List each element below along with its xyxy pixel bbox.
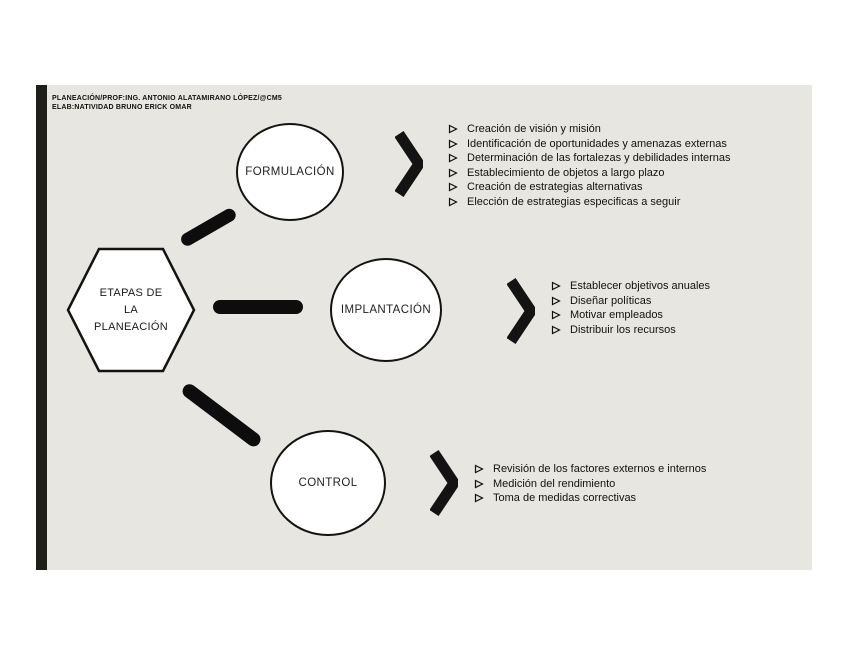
header-credits: PLANEACIÓN/PROF:ING. ANTONIO ALATAMIRANO… — [52, 94, 282, 112]
arrow-bullet-icon — [474, 493, 484, 503]
chevron-right-icon — [395, 130, 423, 198]
list-item-text: Motivar empleados — [570, 309, 663, 321]
arrow-bullet-icon — [448, 153, 458, 163]
list-item-text: Creación de visión y misión — [467, 123, 601, 135]
hexagon-label-line3: PLANEACIÓN — [94, 320, 168, 333]
arrow-bullet-icon — [448, 197, 458, 206]
arrow-bullet-icon — [551, 310, 561, 320]
list-item: Creación de visión y misión — [448, 123, 793, 135]
stage-items-list-formulacion: Creación de visión y misión Identificaci… — [448, 123, 793, 210]
list-item: Identificación de oportunidades y amenaz… — [448, 138, 793, 150]
chevron-right-icon — [430, 449, 458, 517]
list-item: Establecimiento de objetos a largo plazo — [448, 167, 793, 179]
connector-line-implantacion — [213, 300, 303, 314]
list-item-text: Distribuir los recursos — [570, 323, 676, 336]
list-item: Distribuir los recursos — [551, 324, 791, 336]
list-item: Creación de estrategias alternativas — [448, 181, 793, 193]
arrow-bullet-icon — [474, 479, 484, 488]
list-item-text: Medición del rendimiento — [493, 477, 616, 490]
etapas-hexagon: ETAPAS DE LA PLANEACIÓN — [66, 245, 196, 375]
stage-label-formulacion: FORMULACIÓN — [245, 166, 335, 178]
list-item: Determinación de las fortalezas y debili… — [448, 152, 793, 164]
arrow-bullet-icon — [448, 182, 458, 192]
stage-circle-control: CONTROL — [270, 430, 386, 536]
connector-line-formulacion — [178, 206, 239, 249]
arrow-bullet-icon — [551, 296, 561, 305]
arrow-bullet-icon — [448, 124, 458, 134]
list-item: Diseñar políticas — [551, 295, 791, 307]
hexagon-label-line1: ETAPAS DE — [99, 286, 163, 299]
list-item: Toma de medidas correctivas — [474, 492, 774, 504]
list-item-text: Establecimiento de objetos a largo plazo — [467, 166, 665, 179]
stage-label-implantacion: IMPLANTACIÓN — [340, 304, 432, 316]
arrow-bullet-icon — [448, 139, 458, 148]
arrow-bullet-icon — [448, 168, 458, 177]
list-item: Establecer objetivos anuales — [551, 280, 791, 292]
list-item: Revisión de los factores externos e inte… — [474, 463, 774, 475]
list-item: Medición del rendimiento — [474, 478, 774, 490]
etapas-hexagon-label: ETAPAS DE LA PLANEACIÓN — [66, 245, 196, 375]
stage-label-control: CONTROL — [298, 477, 358, 489]
list-item-text: Establecer objetivos anuales — [570, 280, 711, 292]
connector-line-control — [179, 381, 264, 450]
list-item-text: Elección de estrategias especificas a se… — [467, 195, 681, 208]
credits-line2: ELAB:NATIVIDAD BRUNO ERICK OMAR — [52, 104, 192, 111]
list-item: Elección de estrategias especificas a se… — [448, 196, 793, 208]
left-accent-bar — [36, 85, 47, 570]
hexagon-shape-icon — [66, 247, 196, 373]
list-item-text: Revisión de los factores externos e inte… — [493, 463, 707, 475]
list-item-text: Diseñar políticas — [570, 294, 652, 307]
stage-items-list-implantacion: Establecer objetivos anuales Diseñar pol… — [551, 280, 791, 338]
list-item: Motivar empleados — [551, 309, 791, 321]
stage-circle-formulacion: FORMULACIÓN — [236, 123, 344, 221]
list-item-text: Determinación de las fortalezas y debili… — [467, 152, 731, 164]
arrow-bullet-icon — [551, 325, 561, 334]
credits-line1: PLANEACIÓN/PROF:ING. ANTONIO ALATAMIRANO… — [52, 95, 283, 102]
chevron-right-icon — [507, 277, 535, 345]
arrow-bullet-icon — [551, 281, 561, 291]
list-item-text: Creación de estrategias alternativas — [467, 181, 643, 193]
stage-items-list-control: Revisión de los factores externos e inte… — [474, 463, 774, 507]
slide-canvas: PLANEACIÓN/PROF:ING. ANTONIO ALATAMIRANO… — [36, 85, 812, 570]
list-item-text: Identificación de oportunidades y amenaz… — [467, 137, 727, 150]
stage-circle-implantacion: IMPLANTACIÓN — [330, 258, 442, 362]
arrow-bullet-icon — [474, 464, 484, 474]
hexagon-label-line2: LA — [123, 303, 139, 316]
list-item-text: Toma de medidas correctivas — [493, 492, 637, 504]
